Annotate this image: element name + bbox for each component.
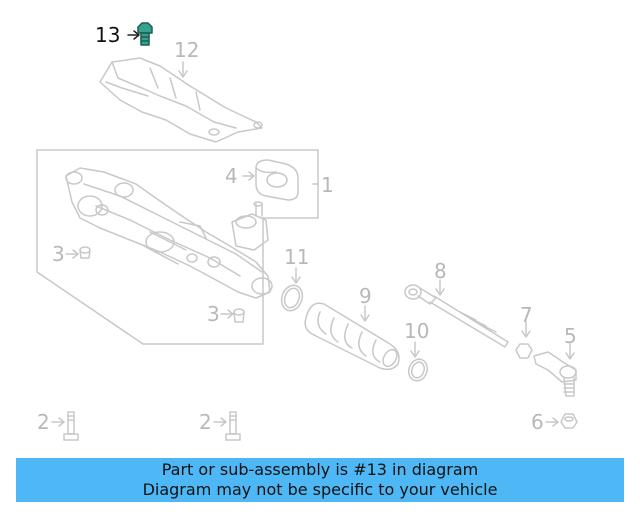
grommet-icon-lower bbox=[220, 308, 245, 323]
bolt-2-icon-left bbox=[51, 411, 79, 441]
boot-icon bbox=[304, 302, 400, 371]
callout-5: 5 bbox=[564, 324, 577, 348]
nut-icon-6 bbox=[545, 413, 578, 429]
callout-13[interactable]: 13 bbox=[95, 23, 121, 47]
banner-line-2: Diagram may not be specific to your vehi… bbox=[142, 480, 498, 499]
bolt-2-icon-middle bbox=[213, 411, 241, 441]
heat-shield-icon bbox=[99, 57, 263, 143]
bushing-icon bbox=[242, 159, 299, 201]
callout-1: 1 bbox=[321, 173, 334, 197]
bolt-13-icon[interactable] bbox=[127, 22, 153, 46]
clamp-icon-11 bbox=[280, 267, 304, 312]
callout-3-lower: 3 bbox=[207, 302, 220, 326]
tie-rod-icon bbox=[404, 279, 509, 348]
tie-rod-end-icon bbox=[533, 343, 577, 397]
clamp-icon-10 bbox=[407, 341, 429, 382]
grommet-icon-upper bbox=[65, 246, 91, 259]
callout-8: 8 bbox=[434, 259, 447, 283]
callout-7: 7 bbox=[520, 303, 533, 327]
banner-line-1: Part or sub-assembly is #13 in diagram bbox=[161, 460, 479, 479]
assembly-bracket bbox=[36, 149, 319, 345]
steering-gear-icon bbox=[65, 167, 273, 299]
callout-4: 4 bbox=[225, 164, 238, 188]
callout-10: 10 bbox=[404, 319, 430, 343]
callout-9: 9 bbox=[359, 284, 372, 308]
callout-2-left: 2 bbox=[37, 410, 50, 434]
callout-2-middle: 2 bbox=[199, 410, 212, 434]
callout-11: 11 bbox=[284, 245, 310, 269]
callout-6: 6 bbox=[531, 410, 544, 434]
info-banner: Part or sub-assembly is #13 in diagram D… bbox=[16, 458, 624, 502]
nut-icon-7 bbox=[515, 321, 533, 359]
callout-12: 12 bbox=[174, 38, 200, 62]
callout-3-upper: 3 bbox=[52, 242, 65, 266]
